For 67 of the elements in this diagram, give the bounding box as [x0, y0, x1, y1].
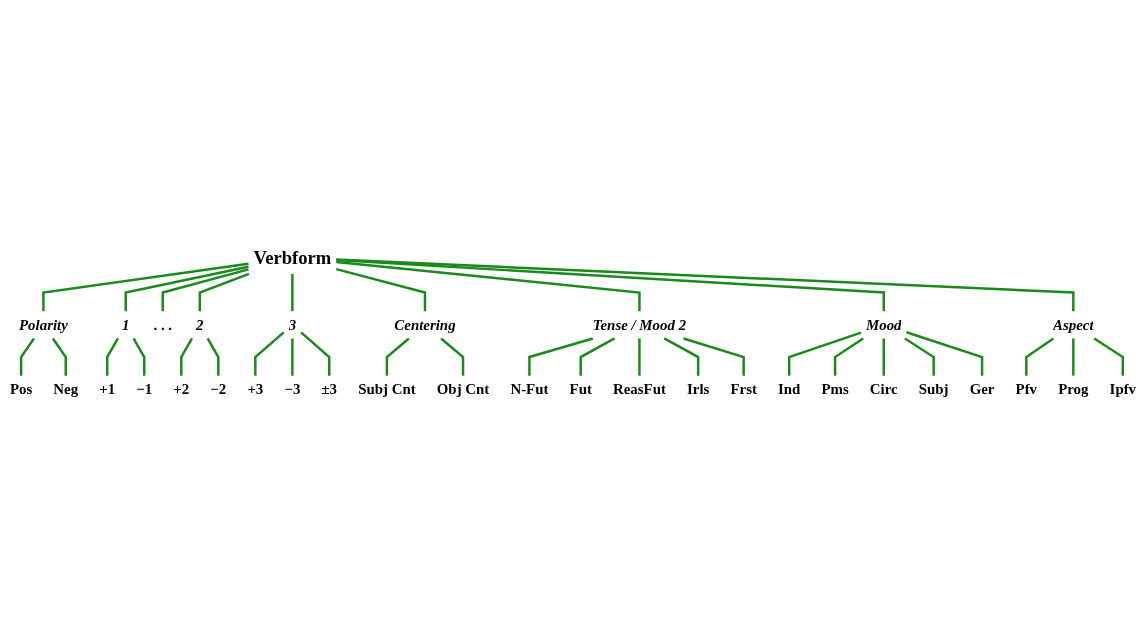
connector: [161, 268, 249, 312]
connector: [440, 337, 465, 376]
node-text: Verbform: [253, 247, 332, 268]
connector: [385, 337, 410, 376]
node-text: Pms: [821, 381, 849, 398]
connector: [300, 331, 331, 376]
node-text: Fut: [569, 381, 592, 398]
connector: [1093, 337, 1125, 376]
node-text: Subj: [918, 381, 949, 398]
node-text: ReasFut: [612, 381, 666, 398]
node-text: Aspect: [1053, 316, 1094, 333]
connector: [336, 260, 641, 312]
node-text: ±3: [321, 381, 338, 398]
connector: [833, 337, 864, 376]
node-text: Pos: [9, 381, 33, 398]
connector: [124, 265, 249, 312]
node-text: −3: [284, 381, 301, 398]
node-text: Irls: [687, 381, 710, 398]
node-text: . . .: [153, 316, 173, 333]
connector: [291, 338, 294, 376]
node-text: 3: [288, 316, 297, 333]
node-text: −1: [136, 381, 153, 398]
connector: [51, 337, 67, 376]
connector: [638, 338, 641, 376]
node-text: +2: [173, 381, 190, 398]
node-text: Neg: [53, 381, 79, 398]
node-text: Ipfv: [1109, 381, 1137, 398]
connector: [106, 337, 119, 376]
node-text: Ger: [969, 381, 995, 398]
connector: [206, 337, 220, 376]
node-text: Obj Cnt: [436, 381, 490, 398]
node-text: Prog: [1058, 381, 1089, 398]
node-text: −2: [210, 381, 227, 398]
node-text: Polarity: [19, 316, 68, 333]
node-text: Pfv: [1015, 381, 1038, 398]
node-text: +1: [99, 381, 116, 398]
node-text: Frst: [730, 381, 757, 398]
connector: [42, 262, 249, 312]
connector: [683, 337, 745, 376]
node-text: Tense / Mood 2: [592, 316, 687, 333]
connector: [198, 272, 250, 312]
node-text: Circ: [869, 381, 898, 398]
connector: [787, 331, 862, 376]
connector: [906, 331, 984, 376]
connector: [335, 267, 427, 312]
connector: [904, 337, 935, 376]
connector: [528, 337, 594, 376]
node-text: Centering: [394, 316, 456, 333]
connector: [1025, 337, 1055, 376]
node-text: N-Fut: [510, 381, 549, 398]
connector: [254, 331, 285, 376]
node-text: Ind: [777, 381, 801, 398]
connector: [19, 337, 35, 376]
node-text: Subj Cnt: [358, 381, 416, 398]
node-text: Mood: [865, 316, 902, 333]
connector: [336, 258, 885, 312]
connector: [291, 273, 294, 312]
connector: [579, 337, 616, 376]
connector: [336, 258, 1075, 312]
connector: [882, 338, 885, 376]
connector: [180, 337, 194, 376]
node-text: 1: [122, 316, 130, 333]
connector: [132, 337, 146, 376]
node-text: 2: [196, 316, 204, 333]
connector: [663, 337, 700, 376]
connector: [1072, 338, 1075, 376]
node-text: +3: [247, 381, 264, 398]
